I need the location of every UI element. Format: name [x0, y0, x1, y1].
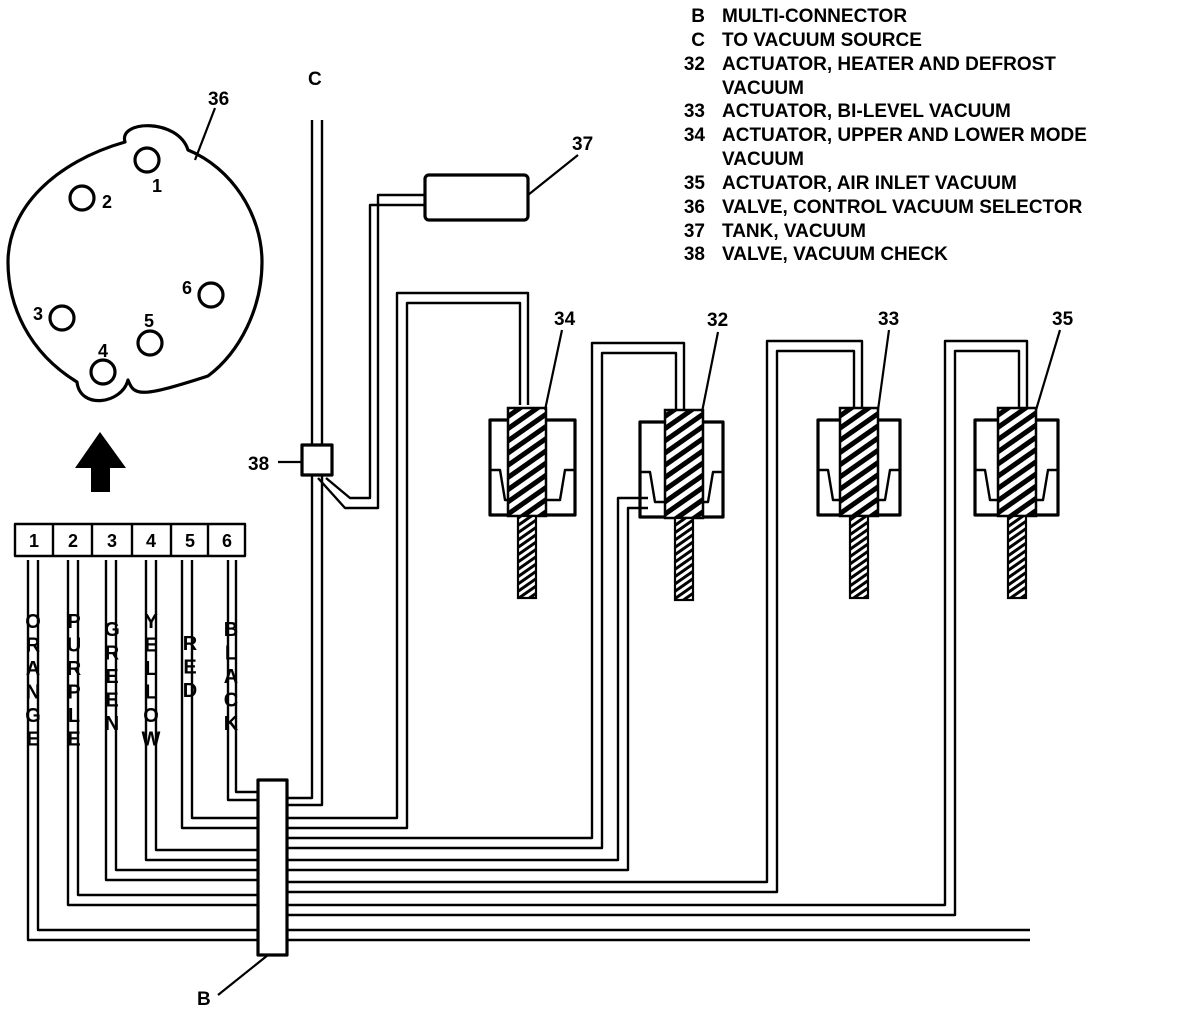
legend-text: ACTUATOR, AIR INLET VACUUM — [722, 173, 1017, 194]
legend-key: C — [691, 30, 705, 51]
vacuum-tank: 37 — [423, 134, 593, 222]
callout-33: 33 — [878, 309, 899, 330]
connector-pin-label: 2 — [68, 531, 78, 551]
actuator-32: 32 — [638, 310, 728, 602]
hose-orange — [26, 560, 258, 942]
legend-key: B — [691, 6, 705, 27]
hose-to-34 — [287, 291, 530, 820]
connector-strip — [13, 522, 247, 558]
callout-35: 35 — [1052, 309, 1074, 330]
multi-connector-body — [256, 778, 289, 957]
hose-to-32 — [287, 341, 686, 840]
selector-valve: 1 2 3 4 5 6 36 — [6, 89, 264, 403]
legend-text: ACTUATOR, BI-LEVEL VACUUM — [722, 101, 1011, 122]
legend-text: ACTUATOR, UPPER AND LOWER MODE — [722, 125, 1087, 146]
legend-text: ACTUATOR, HEATER AND DEFROST — [722, 54, 1056, 75]
legend-text: TANK, VACUUM — [722, 221, 866, 242]
callout-38: 38 — [248, 454, 269, 475]
legend-key: 38 — [684, 244, 705, 265]
callout-32: 32 — [707, 310, 728, 331]
callout-B: B — [197, 989, 211, 1010]
actuator-33: 33 — [816, 309, 902, 600]
hose-yellow — [144, 560, 258, 862]
connector-pins: 1 2 3 4 5 6 — [13, 522, 247, 558]
legend-text: VACUUM — [722, 149, 804, 170]
valve-port-label: 2 — [102, 192, 112, 212]
valve-port-4 — [89, 358, 117, 386]
legend-key: 35 — [684, 173, 706, 194]
hose-to-35 — [287, 339, 1029, 907]
vacuum-hoses — [26, 120, 1030, 942]
connector-pin-label: 4 — [146, 531, 156, 551]
connector-pin-label: 1 — [29, 531, 39, 551]
valve-port-label: 4 — [98, 341, 108, 361]
legend-key: 34 — [684, 125, 706, 146]
valve-port-label: 1 — [152, 176, 162, 196]
callout-37: 37 — [572, 134, 593, 155]
hose-red — [180, 560, 258, 830]
legend-text: VALVE, CONTROL VACUUM SELECTOR — [722, 197, 1083, 218]
legend-text: VACUUM — [722, 78, 804, 99]
legend-text: VALVE, VACUUM CHECK — [722, 244, 948, 265]
hose-black — [226, 560, 258, 802]
valve-port-1 — [133, 146, 161, 174]
view-arrow-icon — [75, 432, 126, 492]
multi-connector: B — [197, 778, 289, 1010]
valve-body — [6, 124, 264, 403]
legend-key: 32 — [684, 54, 705, 75]
legend-text: MULTI-CONNECTOR — [722, 6, 907, 27]
valve-port-6 — [197, 281, 225, 309]
legend-key: 37 — [684, 221, 705, 242]
callout-36: 36 — [208, 89, 229, 110]
hose-to-32-lower — [287, 496, 648, 862]
actuator-35: 35 — [973, 309, 1074, 600]
legend-key: 36 — [684, 197, 705, 218]
valve-port-label: 3 — [33, 304, 43, 324]
connector-pin-label: 6 — [222, 531, 232, 551]
valve-port-2 — [68, 184, 96, 212]
hose-green — [104, 560, 258, 882]
hose-tank — [317, 193, 425, 510]
connector-pin-label: 3 — [107, 531, 117, 551]
connector-pin-label: 5 — [185, 531, 195, 551]
valve-port-label: 5 — [144, 311, 154, 331]
legend: B MULTI-CONNECTOR C TO VACUUM SOURCE 32 … — [684, 6, 1087, 265]
check-valve: 38 — [248, 443, 334, 477]
callout-C: C — [308, 69, 322, 90]
valve-port-5 — [136, 329, 164, 357]
actuator-34: 34 — [488, 309, 577, 600]
leader-line — [193, 107, 217, 161]
check-valve-body — [300, 443, 334, 477]
valve-port-label: 6 — [182, 278, 192, 298]
callout-34: 34 — [554, 309, 576, 330]
hose-to-33 — [287, 339, 864, 884]
legend-text: TO VACUUM SOURCE — [722, 30, 922, 51]
legend-key: 33 — [684, 101, 705, 122]
hose-purple — [66, 560, 258, 907]
valve-port-3 — [48, 304, 76, 332]
tank-body — [423, 173, 530, 222]
